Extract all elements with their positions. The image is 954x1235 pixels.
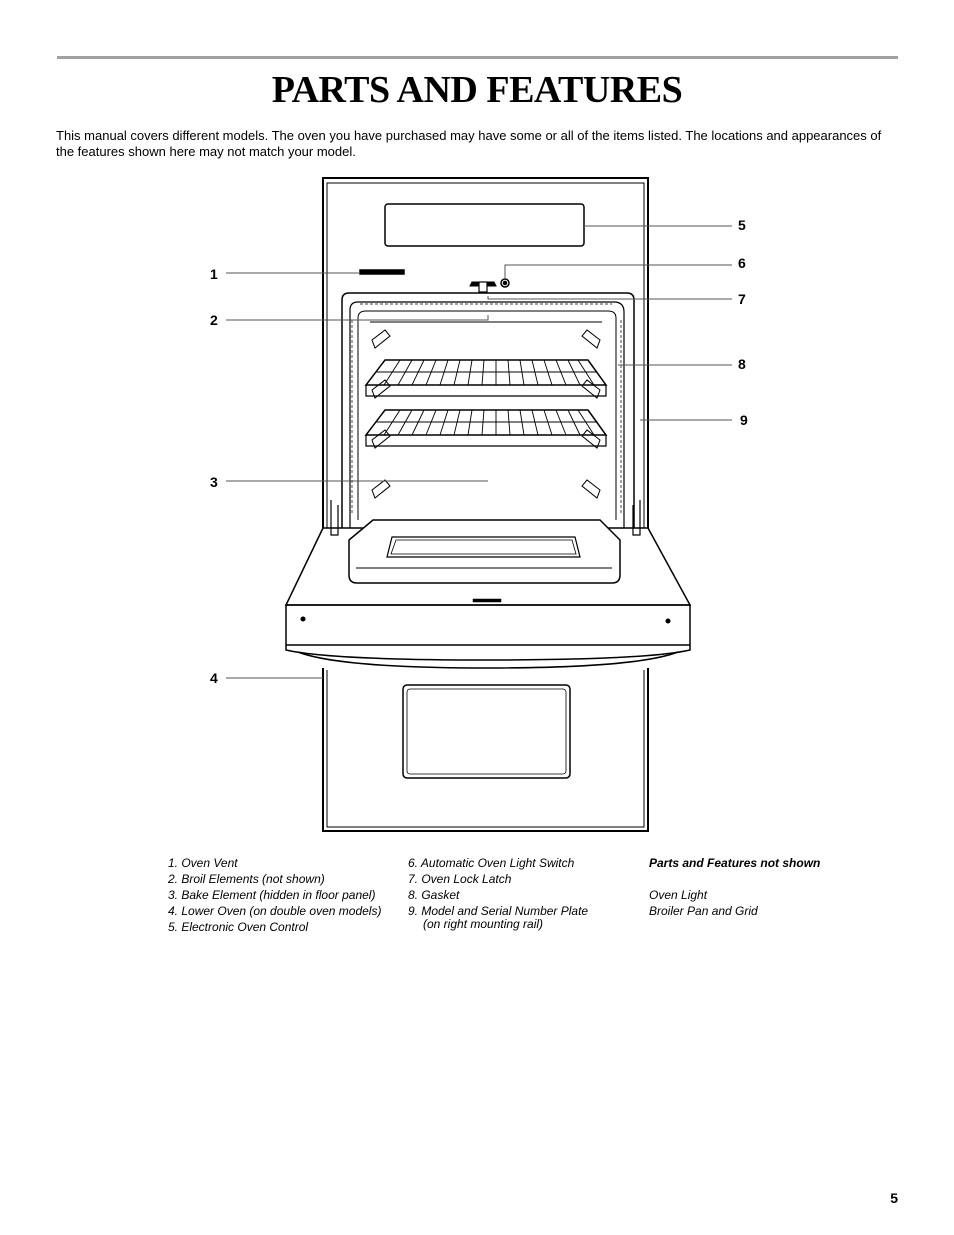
callout-4: 4	[210, 670, 218, 686]
page-title: PARTS AND FEATURES	[271, 69, 683, 111]
legend-column-2: 6. Automatic Oven Light Switch 7. Oven L…	[408, 855, 588, 932]
legend-item: 7. Oven Lock Latch	[408, 872, 512, 886]
legend-item: 4. Lower Oven (on double oven models)	[168, 904, 382, 918]
leader-7	[487, 296, 732, 300]
control-display	[384, 203, 585, 247]
legend-column-3: Parts and Features not shown Oven Light …	[649, 855, 820, 919]
leader-2	[226, 315, 489, 321]
callout-5: 5	[738, 217, 746, 233]
page-number: 5	[890, 1190, 898, 1206]
intro-paragraph: This manual covers different models. The…	[56, 128, 882, 159]
legend-item: 5. Electronic Oven Control	[168, 920, 309, 934]
callout-3: 3	[210, 474, 218, 490]
legend-item: 6. Automatic Oven Light Switch	[408, 856, 575, 870]
not-shown-item: Broiler Pan and Grid	[649, 904, 758, 918]
oven-vent	[359, 269, 405, 275]
callout-9: 9	[740, 412, 748, 428]
legend-item: 8. Gasket	[408, 888, 460, 902]
lower-oven-window	[402, 684, 571, 779]
callout-1: 1	[210, 266, 218, 282]
callout-7: 7	[738, 291, 746, 307]
callout-2: 2	[210, 312, 218, 328]
legend-column-1: 1. Oven Vent 2. Broil Elements (not show…	[168, 855, 381, 935]
not-shown-item: Oven Light	[649, 888, 708, 902]
not-shown-heading: Parts and Features not shown	[649, 856, 821, 870]
legend-item: 9. Model and Serial Number Plate	[408, 904, 589, 918]
legend-item: 1. Oven Vent	[168, 856, 238, 870]
leader-6	[504, 264, 732, 279]
callout-6: 6	[738, 255, 746, 271]
callout-8: 8	[738, 356, 746, 372]
legend-item-continuation: (on right mounting rail)	[423, 917, 544, 931]
top-rule	[57, 56, 898, 59]
legend-item: 3. Bake Element (hidden in floor panel)	[168, 888, 376, 902]
legend-item: 2. Broil Elements (not shown)	[168, 872, 325, 886]
